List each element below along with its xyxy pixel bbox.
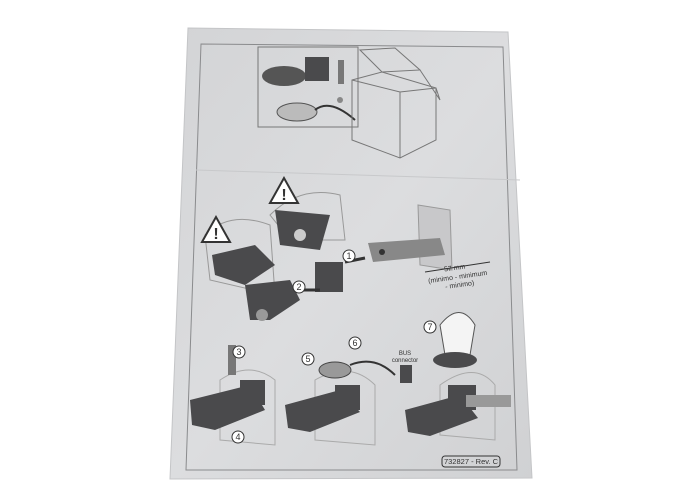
svg-text:!: ! [281, 187, 286, 204]
step-number: 4 [235, 432, 240, 442]
installation-steps-illustration [190, 312, 511, 446]
parts-kit-illustration [257, 46, 441, 159]
part-number: 732827 - Rev. C [444, 457, 499, 466]
fold-line [195, 169, 521, 181]
warning-triangle-icon [268, 175, 300, 204]
bus-connector-label-2: connector [392, 358, 418, 364]
part-number-box [441, 455, 501, 468]
step-number: 3 [236, 347, 241, 357]
svg-text:!: ! [213, 226, 218, 243]
warning-triangle-icon [200, 214, 232, 243]
step-number: 2 [296, 282, 301, 292]
bus-connector-label-1: BUS [399, 351, 411, 357]
dimension-sublabel-2: - minimo) [445, 280, 475, 291]
step-number: 6 [352, 338, 357, 348]
step-number: 7 [427, 322, 432, 332]
step-callouts: 1 2 3 4 5 6 7 [231, 249, 437, 444]
step-number: 5 [305, 354, 310, 364]
mounting-illustration: ! ! [200, 175, 491, 321]
dimension-label: 57 mm [444, 264, 466, 274]
step-number: 1 [346, 251, 351, 261]
sheet-border [185, 43, 518, 471]
